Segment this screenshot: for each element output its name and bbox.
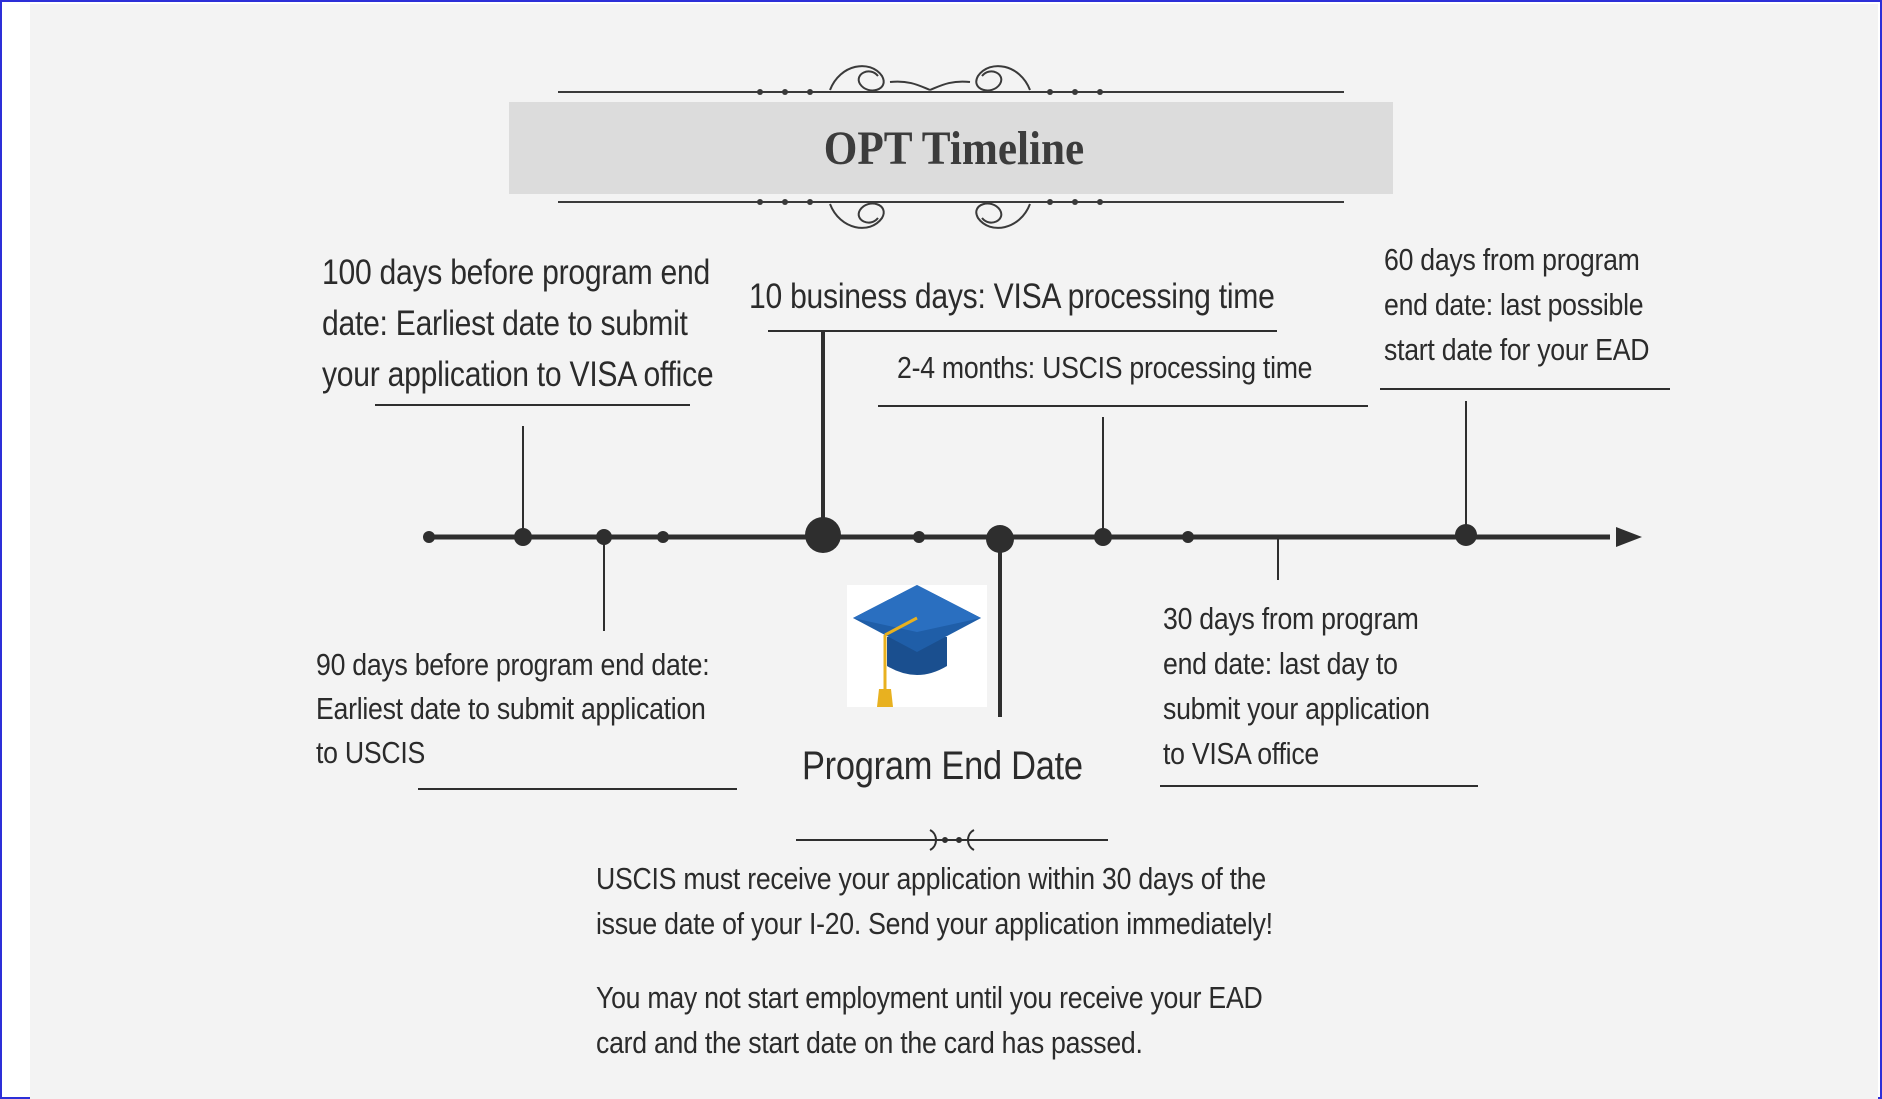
flourish-ornament	[829, 65, 885, 92]
infographic-panel: OPT Timeline 100 days before program end…	[30, 4, 1878, 1099]
flourish-ornament	[889, 80, 931, 91]
note-line: card and the start date on the card has …	[596, 1025, 1143, 1060]
event-90-days-line: Earliest date to submit application	[316, 691, 706, 726]
marker-program-end	[986, 525, 1014, 553]
graduation-cap-icon	[847, 585, 987, 707]
note-line: You may not start employment until you r…	[596, 980, 1263, 1015]
event-30-days-line: 30 days from program	[1163, 601, 1419, 636]
event-60-days: 60 days from program end date: last poss…	[1384, 237, 1649, 372]
event-90-days-line: to USCIS	[316, 735, 426, 770]
flourish-ornament	[796, 829, 1108, 851]
flourish-ornament	[975, 65, 1031, 92]
timeline	[375, 330, 1670, 790]
marker-60-days	[1455, 524, 1477, 546]
timeline-diagram	[375, 65, 1670, 851]
marker-small	[657, 531, 669, 543]
marker-small	[1182, 531, 1194, 543]
flourish-ornament	[975, 202, 1031, 229]
event-uscis-processing-text: 2-4 months: USCIS processing time	[897, 350, 1313, 385]
title-band	[509, 102, 1393, 194]
note-uscis-deadline: USCIS must receive your application with…	[596, 856, 1273, 946]
program-end-text: Program End Date	[802, 744, 1083, 788]
title-ornament	[558, 65, 1344, 229]
marker-90-days	[596, 529, 612, 545]
marker-100-days	[514, 528, 532, 546]
event-uscis-processing: 2-4 months: USCIS processing time	[897, 348, 1313, 388]
page-title: OPT Timeline	[823, 122, 1085, 175]
event-100-days-line: your application to VISA office	[322, 355, 714, 394]
marker-start	[423, 531, 435, 543]
note-line: USCIS must receive your application with…	[596, 861, 1266, 896]
flourish-ornament	[829, 202, 885, 229]
marker-uscis-processing	[1094, 528, 1112, 546]
event-100-days-line: date: Earliest date to submit	[322, 304, 688, 343]
timeline-arrow	[1616, 527, 1642, 547]
event-60-days-line: 60 days from program	[1384, 242, 1640, 277]
note-employment: You may not start employment until you r…	[596, 975, 1263, 1065]
event-30-days: 30 days from program end date: last day …	[1163, 596, 1430, 776]
event-60-days-line: end date: last possible	[1384, 287, 1644, 322]
marker-visa-processing	[805, 517, 841, 553]
event-30-days-line: to VISA office	[1163, 736, 1319, 771]
timeline-markers	[423, 517, 1477, 553]
flourish-ornament	[929, 80, 971, 91]
event-90-days-line: 90 days before program end date:	[316, 647, 710, 682]
event-100-days-line: 100 days before program end	[322, 253, 710, 292]
event-visa-processing: 10 business days: VISA processing time	[749, 275, 1275, 319]
event-90-days: 90 days before program end date: Earlies…	[316, 643, 710, 775]
note-line: issue date of your I-20. Send your appli…	[596, 906, 1273, 941]
event-30-days-line: submit your application	[1163, 691, 1430, 726]
marker-small	[913, 531, 925, 543]
event-visa-processing-text: 10 business days: VISA processing time	[749, 277, 1275, 316]
event-60-days-line: start date for your EAD	[1384, 332, 1650, 367]
program-end-label: Program End Date	[802, 742, 1083, 790]
event-100-days: 100 days before program end date: Earlie…	[322, 247, 714, 400]
ornament-dots	[757, 89, 1103, 205]
event-30-days-line: end date: last day to	[1163, 646, 1398, 681]
